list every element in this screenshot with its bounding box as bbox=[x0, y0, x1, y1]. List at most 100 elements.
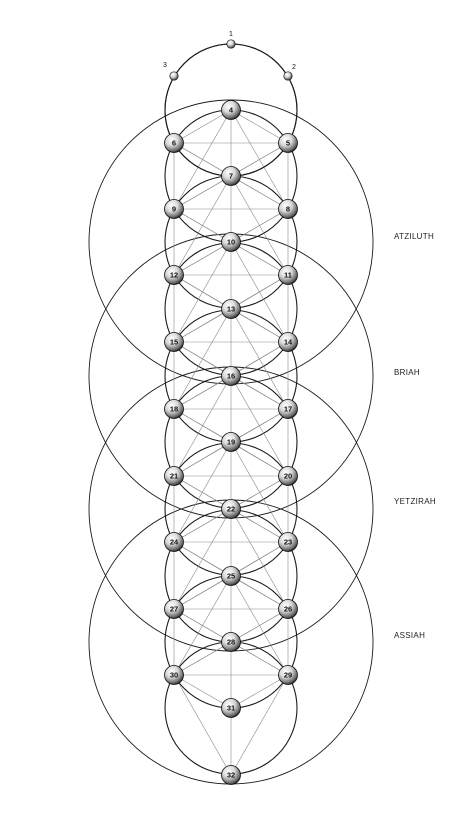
node-sphere-22 bbox=[221, 499, 241, 519]
path-13-17 bbox=[230, 308, 289, 410]
node-sphere-11 bbox=[278, 265, 298, 285]
node-sphere-30 bbox=[164, 665, 184, 685]
path-4-5 bbox=[230, 109, 289, 144]
world-label-atziluth: ATZILUTH bbox=[394, 232, 434, 241]
top-node-label-1: 1 bbox=[229, 31, 233, 38]
node-19: 19 bbox=[221, 432, 241, 452]
node-20: 20 bbox=[278, 466, 298, 486]
path-22-26 bbox=[230, 508, 289, 610]
path-30-32 bbox=[173, 674, 232, 776]
path-16-20 bbox=[230, 375, 289, 477]
node-28: 28 bbox=[221, 632, 241, 652]
top-node-2: 2 bbox=[283, 64, 296, 81]
path-25-30 bbox=[173, 575, 232, 676]
node-sphere-7 bbox=[221, 166, 241, 186]
node-sphere-18 bbox=[164, 399, 184, 419]
top-node-label-2: 2 bbox=[292, 64, 296, 71]
node-label-17: 17 bbox=[284, 405, 292, 414]
node-23: 23 bbox=[278, 532, 298, 552]
node-16: 16 bbox=[221, 366, 241, 386]
node-label-7: 7 bbox=[229, 172, 233, 181]
node-label-9: 9 bbox=[172, 205, 176, 214]
node-22: 22 bbox=[221, 499, 241, 519]
path-29-32 bbox=[230, 674, 289, 776]
node-sphere-14 bbox=[278, 332, 298, 352]
node-label-13: 13 bbox=[227, 305, 235, 314]
top-node-3: 3 bbox=[163, 62, 179, 81]
world-label-yetzirah: YETZIRAH bbox=[394, 497, 436, 506]
path-7-11 bbox=[230, 175, 289, 276]
node-label-26: 26 bbox=[284, 605, 292, 614]
node-13: 13 bbox=[221, 299, 241, 319]
node-sphere-10 bbox=[221, 232, 241, 252]
node-7: 7 bbox=[221, 166, 241, 186]
path-13-18 bbox=[173, 308, 232, 410]
node-26: 26 bbox=[278, 599, 298, 619]
node-sphere-5 bbox=[278, 133, 298, 153]
world-labels: ATZILUTH BRIAH YETZIRAH ASSIAH bbox=[394, 232, 436, 640]
node-14: 14 bbox=[278, 332, 298, 352]
node-27: 27 bbox=[164, 599, 184, 619]
node-sphere-17 bbox=[278, 399, 298, 419]
node-10: 10 bbox=[221, 232, 241, 252]
path-19-24 bbox=[173, 441, 232, 543]
node-label-24: 24 bbox=[170, 538, 179, 547]
node-label-28: 28 bbox=[227, 638, 235, 647]
path-10-15 bbox=[173, 241, 232, 343]
node-label-19: 19 bbox=[227, 438, 235, 447]
node-9: 9 bbox=[164, 199, 184, 219]
node-sphere-28 bbox=[221, 632, 241, 652]
node-label-27: 27 bbox=[170, 605, 178, 614]
node-25: 25 bbox=[221, 566, 241, 586]
node-label-23: 23 bbox=[284, 538, 292, 547]
top-node-sphere-2 bbox=[283, 71, 293, 81]
world-label-briah: BRIAH bbox=[394, 368, 420, 377]
node-label-25: 25 bbox=[227, 572, 235, 581]
node-label-12: 12 bbox=[170, 271, 178, 280]
node-17: 17 bbox=[278, 399, 298, 419]
top-node-sphere-1 bbox=[226, 39, 236, 49]
path-31-29 bbox=[230, 674, 289, 709]
node-label-6: 6 bbox=[172, 139, 176, 148]
node-4: 4 bbox=[221, 100, 241, 120]
node-sphere-13 bbox=[221, 299, 241, 319]
node-sphere-20 bbox=[278, 466, 298, 486]
nodes-layer: 4567891011121314151617181920212223242526… bbox=[163, 31, 298, 785]
path-22-27 bbox=[173, 508, 232, 610]
node-label-22: 22 bbox=[227, 505, 235, 514]
node-label-20: 20 bbox=[284, 472, 292, 481]
node-sphere-21 bbox=[164, 466, 184, 486]
node-12: 12 bbox=[164, 265, 184, 285]
node-31: 31 bbox=[221, 698, 241, 718]
node-sphere-23 bbox=[278, 532, 298, 552]
node-label-5: 5 bbox=[286, 139, 290, 148]
node-8: 8 bbox=[278, 199, 298, 219]
node-sphere-4 bbox=[221, 100, 241, 120]
node-21: 21 bbox=[164, 466, 184, 486]
node-label-29: 29 bbox=[284, 671, 292, 680]
path-10-14 bbox=[230, 241, 289, 343]
path-16-21 bbox=[173, 375, 232, 477]
node-sphere-9 bbox=[164, 199, 184, 219]
node-sphere-6 bbox=[164, 133, 184, 153]
node-label-11: 11 bbox=[284, 271, 292, 280]
node-6: 6 bbox=[164, 133, 184, 153]
path-31-30 bbox=[173, 674, 232, 709]
node-label-8: 8 bbox=[286, 205, 290, 214]
node-label-16: 16 bbox=[227, 372, 235, 381]
path-7-12 bbox=[173, 175, 232, 276]
node-30: 30 bbox=[164, 665, 184, 685]
node-sphere-15 bbox=[164, 332, 184, 352]
node-label-10: 10 bbox=[227, 238, 235, 247]
node-sphere-12 bbox=[164, 265, 184, 285]
node-sphere-16 bbox=[221, 366, 241, 386]
node-label-21: 21 bbox=[170, 472, 178, 481]
path-25-29 bbox=[230, 575, 289, 676]
node-15: 15 bbox=[164, 332, 184, 352]
node-sphere-24 bbox=[164, 532, 184, 552]
world-label-assiah: ASSIAH bbox=[394, 631, 425, 640]
path-4-6 bbox=[173, 109, 232, 144]
node-5: 5 bbox=[278, 133, 298, 153]
node-sphere-25 bbox=[221, 566, 241, 586]
